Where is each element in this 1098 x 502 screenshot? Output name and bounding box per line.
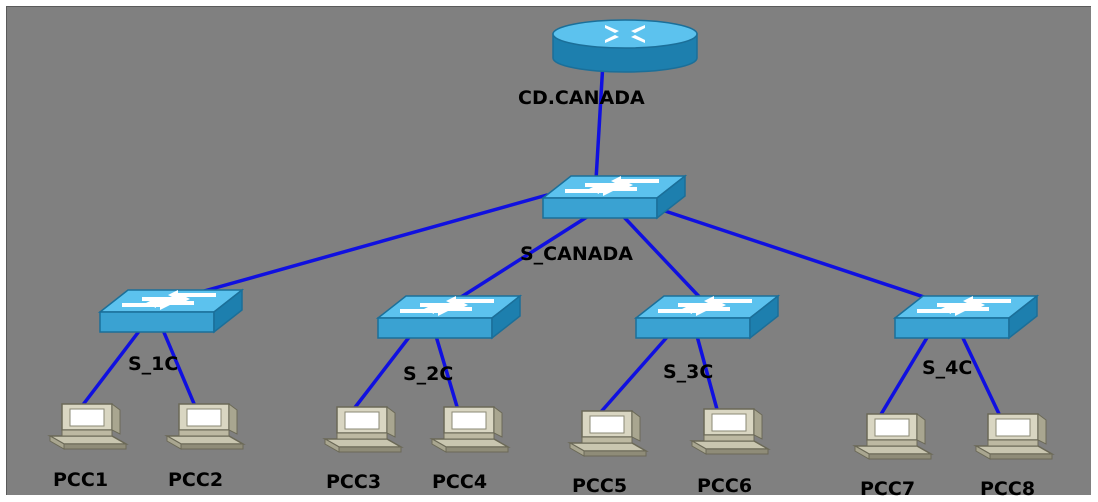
pc-icon-pcc8[interactable] — [975, 413, 1053, 460]
router-label: CD.CANADA — [518, 87, 645, 109]
link-router-core — [594, 60, 605, 182]
link-s1c-pcc2 — [161, 328, 197, 408]
link-s3c-pcc6 — [695, 334, 720, 415]
pc-label-pcc3: PCC3 — [326, 471, 381, 493]
switch-icon-s4c[interactable] — [894, 295, 1038, 339]
link-core-s4c — [660, 208, 950, 307]
pc-icon-pcc7[interactable] — [854, 413, 932, 460]
pc-label-pcc4: PCC4 — [432, 471, 487, 493]
pc-icon-pcc3[interactable] — [324, 406, 402, 453]
switch-icon-s1c[interactable] — [99, 289, 243, 333]
router-icon[interactable] — [552, 19, 698, 73]
link-s2c-pcc3 — [351, 334, 412, 412]
pc-icon-pcc4[interactable] — [431, 406, 509, 453]
pc-label-pcc8: PCC8 — [980, 478, 1035, 500]
pc-label-pcc2: PCC2 — [168, 469, 223, 491]
pc-icon-pcc1[interactable] — [49, 403, 127, 450]
switch-label-s1c: S_1C — [128, 353, 178, 375]
core-switch-label: S_CANADA — [520, 243, 633, 265]
pc-icon-pcc5[interactable] — [569, 410, 647, 457]
pc-label-pcc5: PCC5 — [572, 475, 627, 497]
switch-label-s4c: S_4C — [922, 357, 972, 379]
switch-label-s2c: S_2C — [403, 363, 453, 385]
link-s4c-pcc7 — [878, 334, 930, 418]
link-s1c-pcc1 — [80, 328, 142, 408]
pc-icon-pcc2[interactable] — [166, 403, 244, 450]
pc-label-pcc6: PCC6 — [697, 475, 752, 497]
link-core-s2c — [445, 213, 592, 308]
switch-label-s3c: S_3C — [663, 361, 713, 383]
link-s2c-pcc4 — [434, 334, 460, 412]
link-s4c-pcc8 — [960, 334, 1002, 418]
switch-icon-s3c[interactable] — [635, 295, 779, 339]
links — [80, 60, 1002, 418]
switch-icon-s2c[interactable] — [377, 295, 521, 339]
core-switch-icon[interactable] — [542, 175, 686, 219]
pc-label-pcc1: PCC1 — [53, 469, 108, 491]
link-core-s1c — [170, 193, 549, 302]
link-s3c-pcc5 — [598, 334, 670, 415]
link-core-s3c — [620, 213, 709, 307]
pc-label-pcc7: PCC7 — [860, 478, 915, 500]
pc-icon-pcc6[interactable] — [691, 408, 769, 455]
